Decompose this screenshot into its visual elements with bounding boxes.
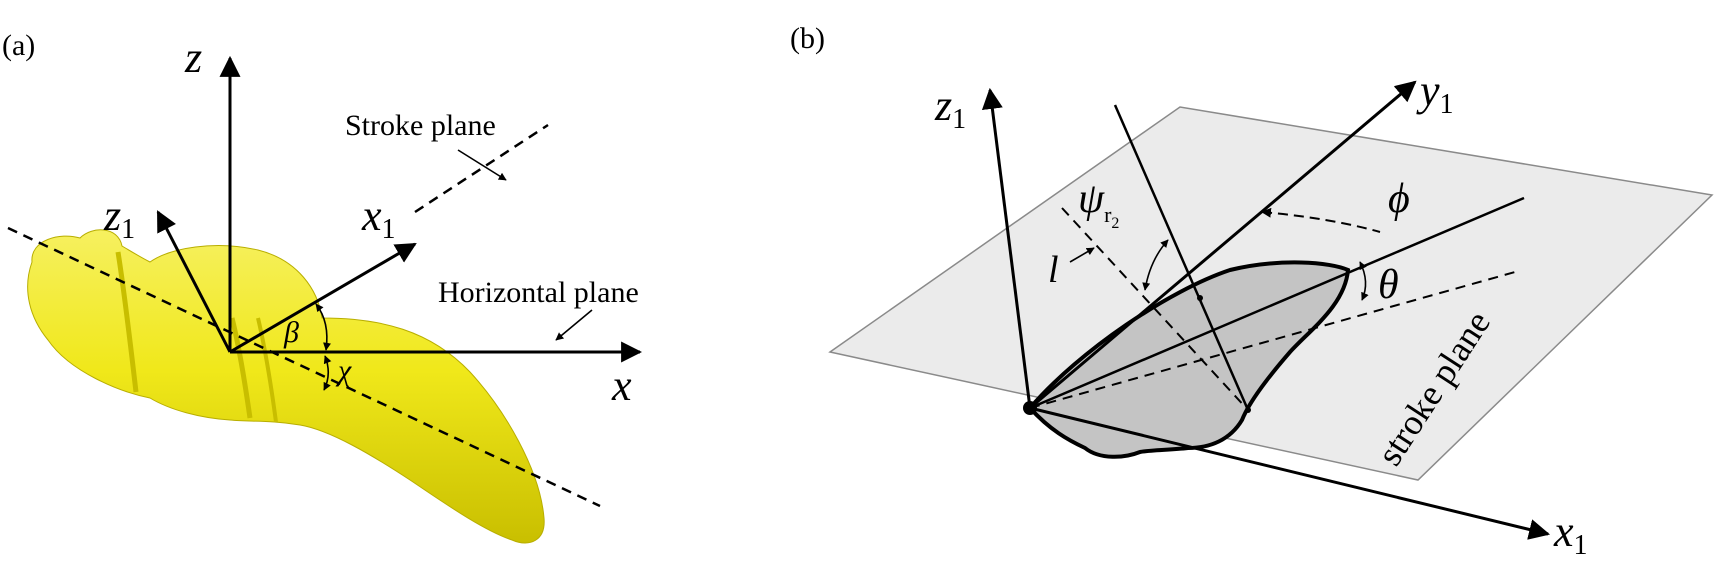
theta-angle-arc <box>1359 261 1369 301</box>
chi-label: χ <box>335 354 352 387</box>
axis-z1-arrow <box>156 210 232 353</box>
chord-span-intersection <box>1197 295 1203 301</box>
psi-label: ψr2 <box>1078 176 1119 232</box>
axis-z-label: z <box>184 33 202 82</box>
axis-z1-letter: z <box>103 191 121 240</box>
horizontal-plane-pointer <box>555 309 593 341</box>
wing-root-point <box>1023 401 1037 415</box>
wing-span-line <box>1029 196 1525 410</box>
axis-x1-label: x1 <box>361 191 396 245</box>
axis-y1-label: y1 <box>1416 66 1454 120</box>
axis-z1-label: z1 <box>103 191 135 245</box>
panel-b-label: (b) <box>790 22 825 55</box>
body-segment-line-3 <box>256 317 278 423</box>
panel-a: (a) z z1 x1 x Stroke plane Horizontal pl… <box>2 29 643 544</box>
axis-x1-b-letter: x <box>1553 507 1574 556</box>
axis-x1-arrow <box>229 242 417 354</box>
axis-x1-b-subscript: 1 <box>1574 530 1588 561</box>
axis-z1-arrow-b <box>981 87 1032 409</box>
panel-b: (b) z1 y1 x1 ϕ θ ψr2 <box>790 22 1714 561</box>
length-l-pointer <box>1069 247 1095 263</box>
phi-label: ϕ <box>1388 176 1410 222</box>
beta-label: β <box>283 316 299 349</box>
chord-trailing-point <box>1245 407 1251 413</box>
axis-y1-arrow <box>1029 80 1417 410</box>
wing-chord-line <box>1113 104 1250 411</box>
stroke-plane-label: Stroke plane <box>345 109 496 142</box>
stroke-plane-pointer <box>457 149 507 181</box>
body-segment-line-2 <box>229 317 253 419</box>
axis-y1-subscript: 1 <box>1440 89 1454 120</box>
body-segment-line-1 <box>115 251 139 393</box>
psi-reference-dashed <box>1061 207 1249 411</box>
axis-x-label: x <box>611 361 632 410</box>
stroke-plane-line <box>414 123 549 214</box>
wing-shape <box>1027 260 1351 459</box>
body-axis-dashed <box>7 226 601 508</box>
axis-x1-label-b: x1 <box>1553 507 1588 561</box>
length-l-label: l <box>1048 249 1059 291</box>
psi-angle-arc <box>1142 239 1169 291</box>
chi-angle-arc <box>323 355 332 391</box>
axis-z1-b-letter: z <box>934 81 952 130</box>
horizontal-plane-label: Horizontal plane <box>438 276 639 309</box>
axis-z1-label-b: z1 <box>934 81 966 135</box>
axis-x1-subscript: 1 <box>382 214 396 245</box>
axis-y1-letter: y <box>1416 66 1440 115</box>
beta-angle-arc <box>315 303 331 351</box>
axis-z1-b-subscript: 1 <box>952 104 966 135</box>
axis-z1-subscript: 1 <box>121 214 135 245</box>
theta-label: θ <box>1378 262 1399 308</box>
psi-subscript: r <box>1104 202 1112 227</box>
psi-subsubscript: 2 <box>1111 215 1119 232</box>
panel-a-label: (a) <box>2 29 35 62</box>
psi-letter: ψ <box>1078 176 1105 222</box>
axis-x1-letter: x <box>361 191 382 240</box>
axis-x1-arrow-b <box>1029 406 1551 540</box>
insect-body <box>27 229 545 544</box>
